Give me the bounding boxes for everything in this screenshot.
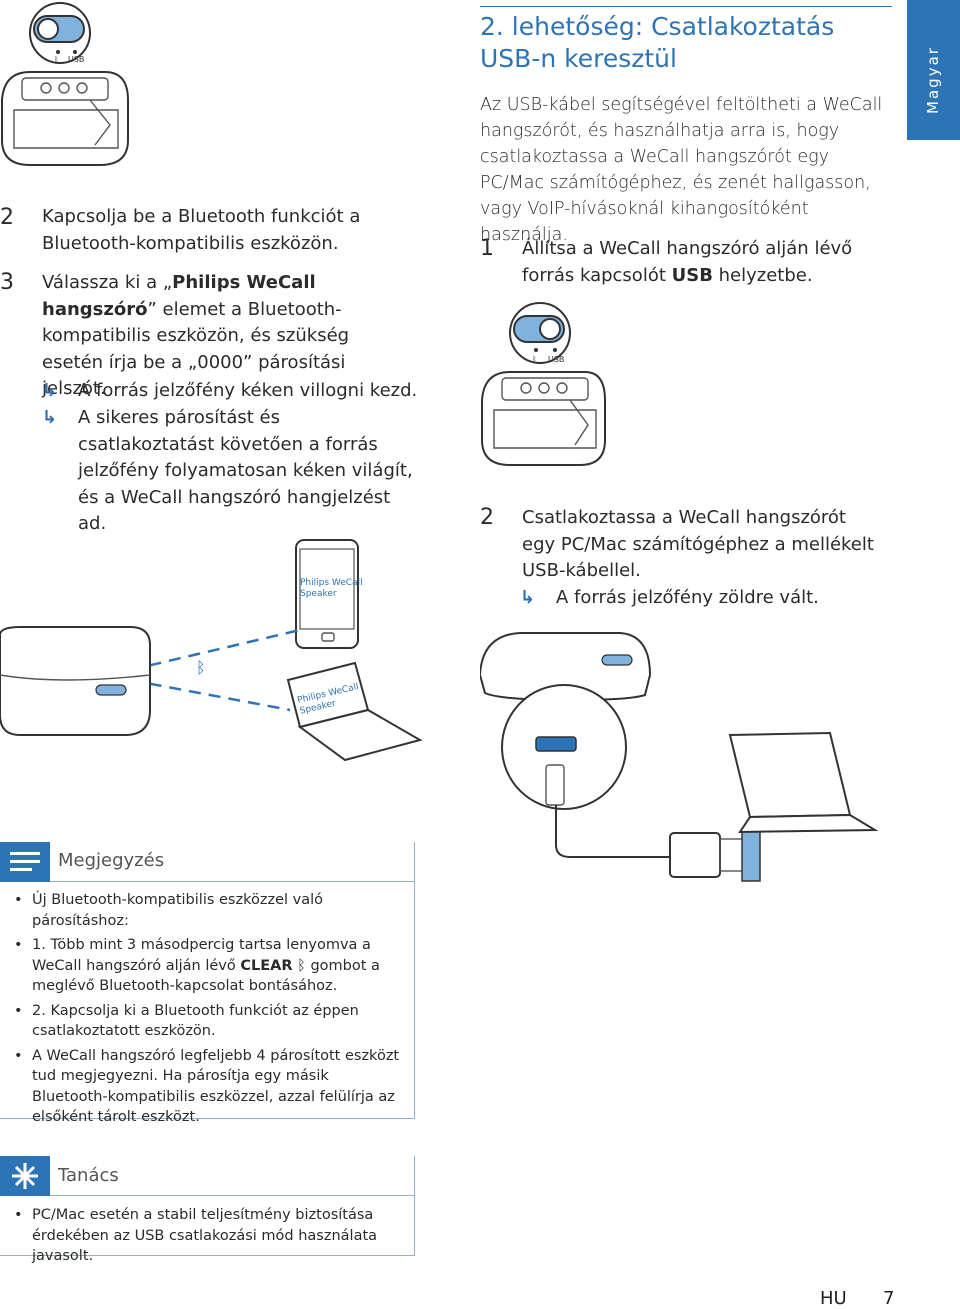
note-item: 1. Több mint 3 másodpercig tartsa lenyom…	[14, 935, 406, 997]
note-item: Új Bluetooth-kompatibilis eszközzel való…	[14, 890, 406, 931]
tip-icon	[0, 1156, 50, 1196]
usb-step-1-number: 1	[480, 236, 494, 261]
step-3-text: Válassza ki a „Philips WeCall hangszóró”…	[42, 272, 350, 399]
step-2-text: Kapcsolja be a Bluetooth funkciót a Blue…	[42, 206, 361, 254]
usb-switch-label: USB	[68, 55, 84, 64]
note-divider	[50, 881, 414, 882]
tip-list: PC/Mac esetén a stabil teljesítmény bizt…	[14, 1205, 406, 1271]
page-number: 7	[883, 1288, 895, 1309]
usb-intro-text: Az USB-kábel segítségével feltöltheti a …	[480, 95, 883, 245]
language-tab-label: Magyar	[924, 46, 942, 114]
bluetooth-icon: ᛒ	[196, 658, 206, 677]
step-3-result-1: ↳A forrás jelzőfény kéken villogni kezd.	[42, 378, 418, 405]
footer-language: HU	[820, 1288, 847, 1309]
step-3-number: 3	[0, 270, 14, 295]
note-list: Új Bluetooth-kompatibilis eszközzel való…	[14, 890, 406, 1132]
speaker-bottom-bluetooth-illustration: ᛒ USB	[1, 2, 129, 166]
usb-step-2-text: Csatlakoztassa a WeCall hangszórót egy P…	[522, 507, 874, 581]
note-icon	[0, 842, 50, 882]
language-tab: Magyar	[907, 0, 960, 140]
tip-title: Tanács	[58, 1165, 119, 1186]
bluetooth-icon: ᛒ	[297, 957, 306, 974]
svg-text:ᛒ: ᛒ	[54, 55, 59, 64]
result-arrow-icon: ↳	[520, 587, 536, 608]
note-item: 2. Kapcsolja ki a Bluetooth funkciót az …	[14, 1001, 406, 1042]
usb-switch-label: USB	[548, 355, 564, 364]
usb-step-1-text: Állítsa a WeCall hangszóró alján lévő fo…	[522, 238, 853, 286]
step-3-result-2: ↳A sikeres párosítást és csatlakoztatást…	[42, 407, 413, 534]
svg-text:ᛒ: ᛒ	[532, 355, 537, 364]
step-2-number: 2	[0, 205, 14, 230]
speaker-bottom-usb-illustration: ᛒ USB	[481, 302, 606, 466]
tip-item: PC/Mac esetén a stabil teljesítmény bizt…	[14, 1205, 406, 1267]
note-title: Megjegyzés	[58, 850, 165, 871]
note-item: A WeCall hangszóró legfeljebb 4 párosíto…	[14, 1046, 406, 1128]
result-arrow-icon: ↳	[42, 407, 58, 428]
usb-step-2-result: ↳A forrás jelzőfény zöldre vált.	[520, 585, 886, 612]
section-title: 2. lehetőség: Csatlakoztatás USB-n keres…	[480, 6, 892, 75]
usb-step-2-number: 2	[480, 505, 494, 530]
tip-divider	[50, 1195, 414, 1196]
usb-connection-illustration	[480, 632, 879, 882]
result-arrow-icon: ↳	[42, 380, 58, 401]
